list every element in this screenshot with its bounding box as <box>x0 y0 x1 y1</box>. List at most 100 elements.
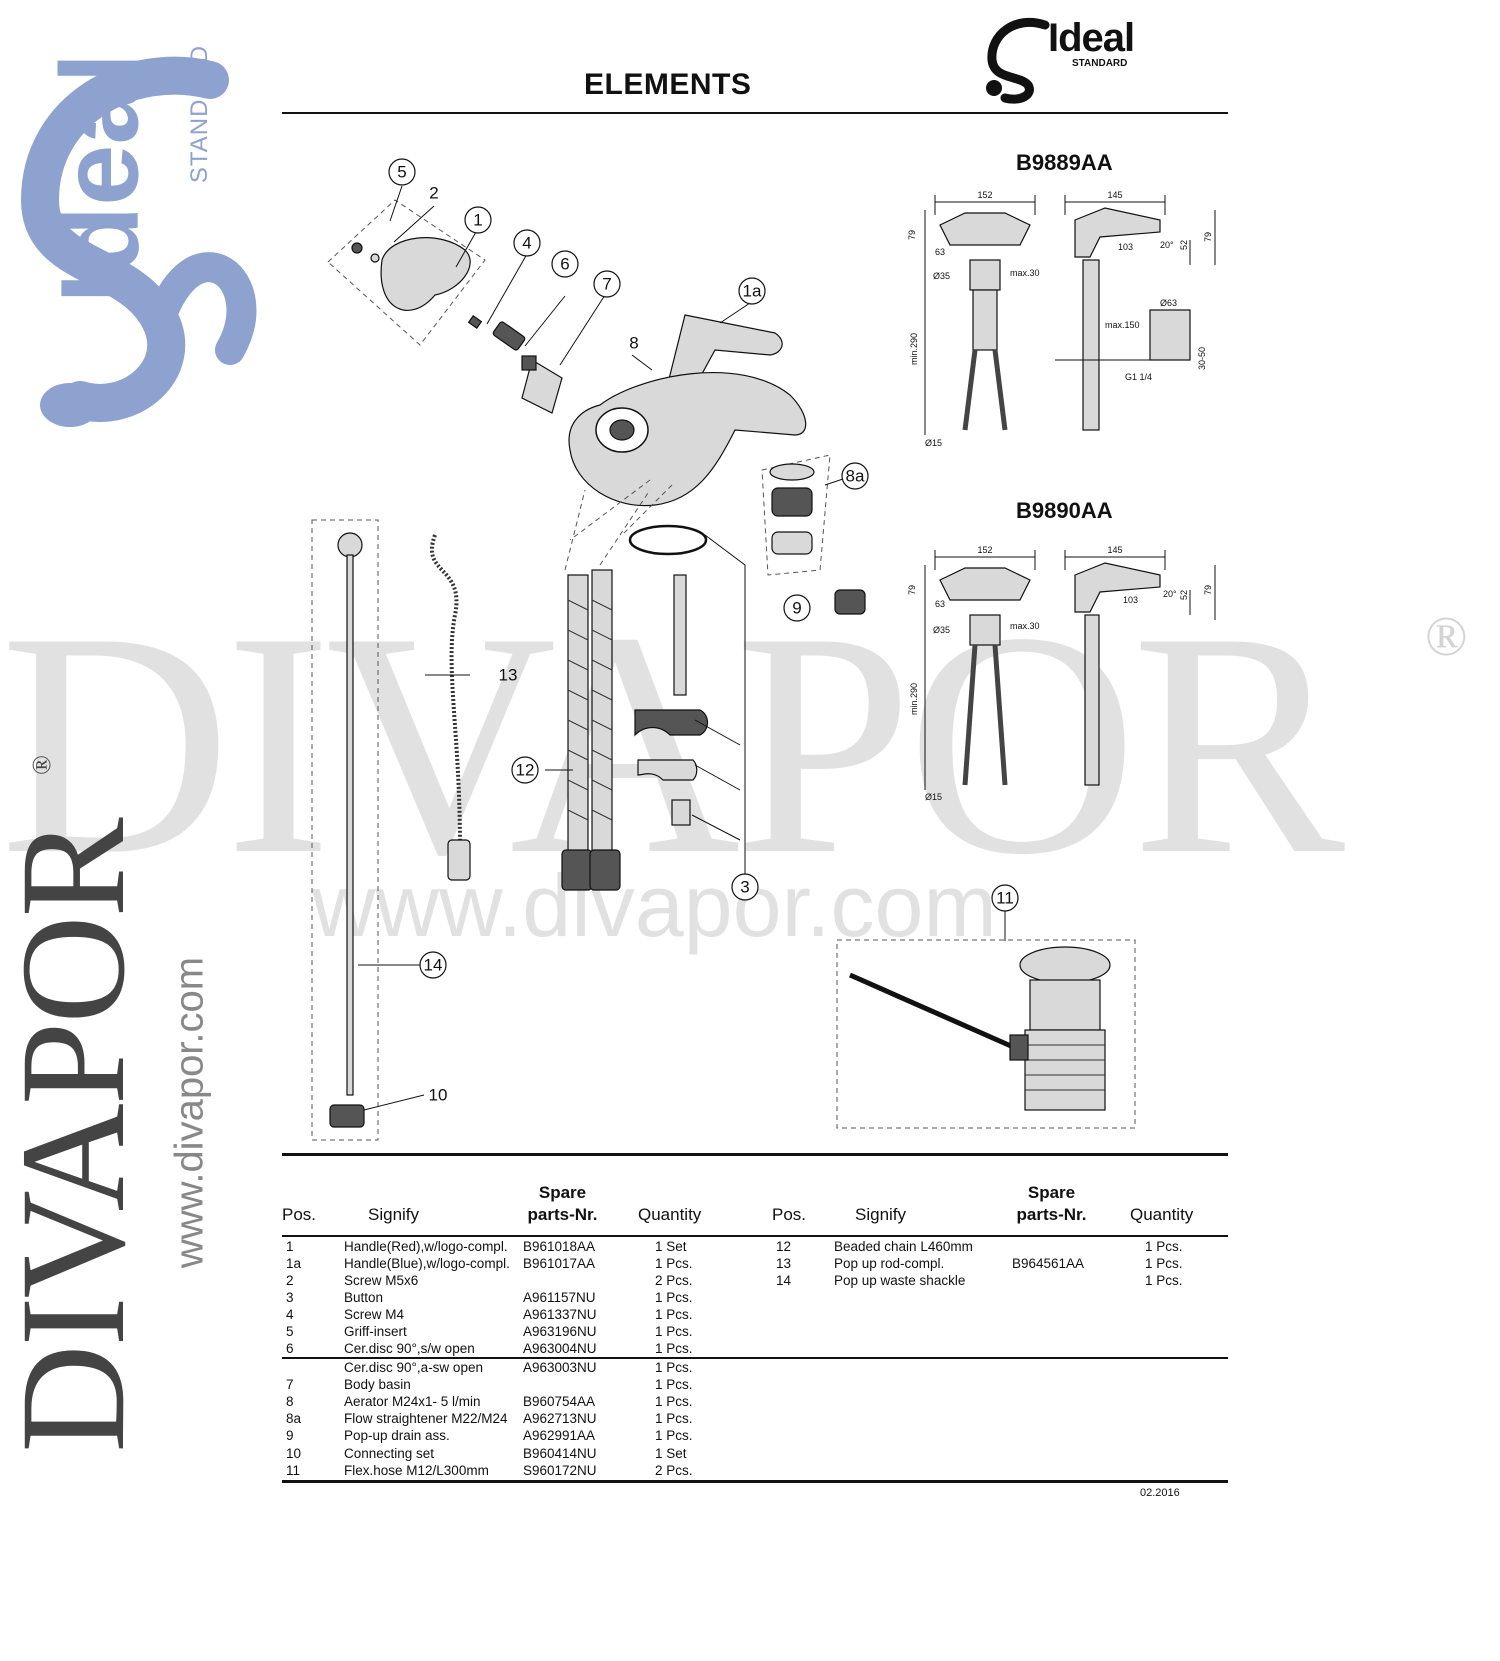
col-header-qty-right: Quantity <box>1130 1205 1194 1224</box>
dim-top-63: 63 <box>935 247 945 257</box>
callout-13: 14 <box>424 956 443 975</box>
table-row-part: A962713NU <box>523 1411 597 1426</box>
callout-7: 8 <box>629 334 638 353</box>
dim-bot-max30: max.30 <box>1010 621 1040 631</box>
dim-top-52: 52 <box>1179 240 1189 250</box>
table-row-part: B964561AA <box>1012 1256 1085 1271</box>
table-row: 14 <box>776 1273 792 1288</box>
table-row-qty: 1 Pcs. <box>655 1428 693 1443</box>
table-row: 13 <box>776 1256 792 1271</box>
table-row-signify: Griff-insert <box>344 1324 407 1339</box>
dim-top-152: 152 <box>977 190 992 200</box>
table-row-qty: 2 Pcs. <box>655 1273 693 1288</box>
table-row-part: A963004NU <box>523 1341 597 1356</box>
pop-up-drain-drawing: 11 <box>836 884 1136 1129</box>
callout-4: 4 <box>522 234 531 253</box>
table-row-signify: Button <box>344 1290 384 1305</box>
technical-drawing-b9890aa: 152 145 79 63 103 20° 52 79 Ø35 max.30 m… <box>907 545 1216 802</box>
callout-2: 2 <box>429 184 438 203</box>
dim-bot-145: 145 <box>1107 545 1122 555</box>
table-row-part: A963003NU <box>523 1360 597 1375</box>
table-header-rule <box>282 1235 1228 1237</box>
header-rule <box>282 112 1228 114</box>
table-row: 7 <box>286 1377 294 1392</box>
dim-top-angle: 20° <box>1160 240 1174 250</box>
callout-6: 7 <box>602 275 611 294</box>
model-label-top: B9889AA <box>1016 150 1113 175</box>
table-row-signify: Flex.hose M12/L300mm <box>344 1463 489 1478</box>
table-row-signify: Aerator M24x1- 5 l/min <box>344 1394 481 1409</box>
footer-date: 02.2016 <box>1140 1487 1180 1499</box>
callout-9: 11 <box>996 889 1014 908</box>
ideal-standard-logo-small <box>986 17 1050 104</box>
dim-top-bore: Ø35 <box>933 271 950 281</box>
table-row: 6 <box>286 1341 294 1356</box>
col-header-signify-left: Signify <box>368 1205 420 1224</box>
dim-top-max150: max.150 <box>1105 320 1140 330</box>
dim-top-79: 79 <box>907 230 917 240</box>
table-row-signify: Flow straightener M22/M24 <box>344 1411 508 1426</box>
dim-bot-63: 63 <box>935 599 945 609</box>
table-row-qty: 1 Pcs. <box>655 1360 693 1375</box>
table-row-qty: 1 Pcs. <box>655 1256 693 1271</box>
col-header-pos-right: Pos. <box>772 1205 807 1224</box>
callout-3: 5 <box>397 163 406 182</box>
table-row-signify: Cer.disc 90°,s/w open <box>344 1341 475 1356</box>
table-row-qty: 1 Pcs. <box>655 1377 693 1392</box>
callout-8: 8a <box>846 467 865 486</box>
table-row: 1 <box>286 1239 294 1254</box>
callout-11: 12 <box>516 761 535 780</box>
table-row-part: A961337NU <box>523 1307 597 1322</box>
table-row: 3 <box>286 1290 294 1305</box>
table-row: 1a <box>286 1256 302 1271</box>
table-row: 11 <box>286 1463 301 1478</box>
dim-top-min290: min.290 <box>909 333 919 365</box>
model-label-bottom: B9890AA <box>1016 498 1113 523</box>
technical-drawing-b9889aa: 152 145 79 63 103 20° 52 79 Ø35 max.30 m… <box>907 190 1216 448</box>
table-mid-rule <box>282 1357 1228 1359</box>
watermark-url-vertical: www.divapor.com <box>167 956 212 1269</box>
table-row: 2 <box>286 1273 294 1288</box>
table-row-part: B960754AA <box>523 1394 596 1409</box>
table-row: 10 <box>286 1446 302 1461</box>
dim-bot-min290: min.290 <box>909 683 919 715</box>
ideal-standard-logo-large <box>20 56 257 427</box>
table-row-signify: Handle(Red),w/logo-compl. <box>344 1239 508 1254</box>
dim-bot-52: 52 <box>1179 590 1189 600</box>
callout-1a: 1a <box>743 282 762 301</box>
dim-top-g14: G1 1/4 <box>1125 372 1152 382</box>
table-row-signify: Pop-up drain ass. <box>344 1428 450 1443</box>
dim-bot-152: 152 <box>977 545 992 555</box>
table-row-qty: 1 Pcs. <box>1145 1239 1183 1254</box>
callout-5: 6 <box>560 255 569 274</box>
table-row-part: A961157NU <box>523 1290 596 1305</box>
table-row-qty: 1 Pcs. <box>1145 1273 1183 1288</box>
table-row-qty: 1 Pcs. <box>655 1324 693 1339</box>
table-row-qty: 1 Pcs. <box>655 1307 693 1322</box>
watermark-reg-vertical: ® <box>26 755 56 775</box>
callout-14: 10 <box>429 1086 448 1105</box>
table-bottom-rule <box>282 1480 1228 1483</box>
table-row-part: A963196NU <box>523 1324 597 1339</box>
dim-top-d63b: Ø63 <box>1160 298 1177 308</box>
table-row-signify: Screw M4 <box>344 1307 405 1322</box>
table-row-part: A962991AA <box>523 1428 596 1443</box>
table-row: 5 <box>286 1324 294 1339</box>
table-row-qty: 1 Pcs. <box>1145 1256 1183 1271</box>
col-header-signify-right: Signify <box>855 1205 907 1224</box>
table-row: 9 <box>286 1428 294 1443</box>
dim-bot-bore: Ø35 <box>933 625 950 635</box>
watermark-brand-horizontal: DIVAPOR <box>0 567 1345 921</box>
dim-bot-103: 103 <box>1123 595 1138 605</box>
table-row-part: B960414NU <box>523 1446 597 1461</box>
table-row-part: S960172NU <box>523 1463 597 1478</box>
table-row-signify: Connecting set <box>344 1446 435 1461</box>
dim-bot-79b: 79 <box>1203 585 1213 595</box>
table-row: 8a <box>286 1411 302 1426</box>
table-row-qty: 1 Pcs. <box>655 1394 693 1409</box>
callout-1: 1 <box>473 211 482 230</box>
table-row-qty: 1 Pcs. <box>655 1290 693 1305</box>
table-row-signify: Body basin <box>344 1377 411 1392</box>
